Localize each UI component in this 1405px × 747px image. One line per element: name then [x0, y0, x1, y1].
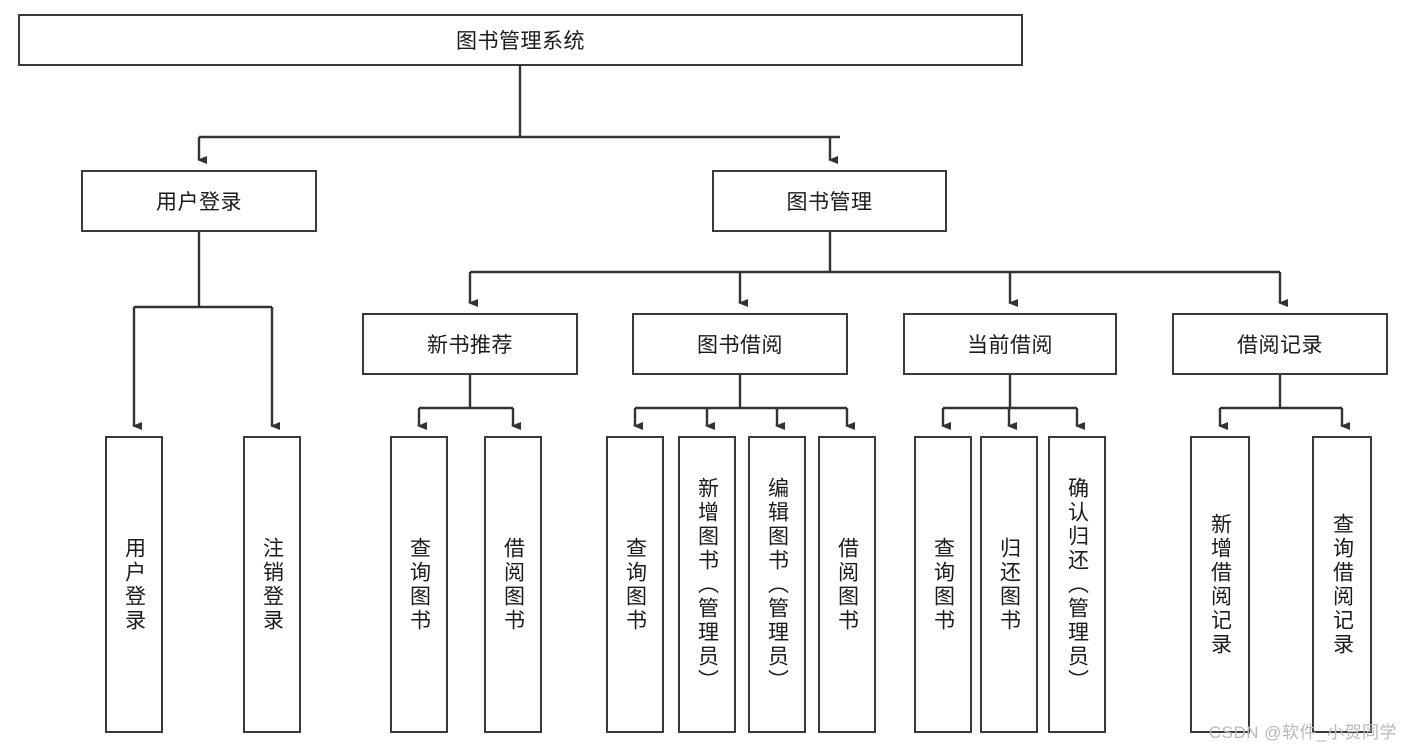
- leaf-add-book-label: 新增图书（管理员）: [695, 476, 719, 693]
- leaf-query-record[interactable]: 查询借阅记录: [1312, 436, 1372, 733]
- leaf-query-record-label: 查询借阅记录: [1330, 512, 1354, 657]
- node-current-borrow[interactable]: 当前借阅: [903, 313, 1117, 375]
- leaf-borrow-book-2[interactable]: 借阅图书: [818, 436, 876, 733]
- node-book-borrow-label: 图书借阅: [697, 334, 783, 357]
- leaf-add-book[interactable]: 新增图书（管理员）: [678, 436, 736, 733]
- leaf-query-book-1-label: 查询图书: [407, 536, 431, 633]
- node-user-login[interactable]: 用户登录: [81, 170, 317, 232]
- leaf-user-login[interactable]: 用户登录: [105, 436, 163, 733]
- leaf-confirm-return[interactable]: 确认归还（管理员）: [1048, 436, 1106, 733]
- leaf-edit-book-label: 编辑图书（管理员）: [765, 476, 789, 693]
- leaf-borrow-book-1-label: 借阅图书: [501, 536, 525, 633]
- leaf-return-book-label: 归还图书: [997, 536, 1021, 633]
- leaf-borrow-book-1[interactable]: 借阅图书: [484, 436, 542, 733]
- leaf-confirm-return-label: 确认归还（管理员）: [1065, 476, 1089, 693]
- node-root[interactable]: 图书管理系统: [18, 14, 1023, 66]
- node-new-book-recommend-label: 新书推荐: [427, 334, 513, 357]
- leaf-user-logout-label: 注销登录: [260, 536, 284, 633]
- leaf-add-record[interactable]: 新增借阅记录: [1190, 436, 1250, 733]
- wire-currentborrow-to-leaves: [941, 375, 1085, 430]
- wire-userlogin-to-leaves: [132, 232, 280, 430]
- wire-bookborrow-to-leaves: [633, 375, 855, 430]
- watermark: CSDN @软件_小贺同学: [1208, 723, 1397, 742]
- wire-bookmanage-to-level3: [468, 232, 1288, 307]
- node-root-label: 图书管理系统: [456, 30, 585, 53]
- node-user-login-label: 用户登录: [156, 191, 242, 214]
- node-new-book-recommend[interactable]: 新书推荐: [362, 313, 578, 375]
- wire-newbook-to-leaves: [417, 375, 521, 430]
- node-borrow-record-label: 借阅记录: [1237, 334, 1323, 357]
- leaf-query-book-2[interactable]: 查询图书: [606, 436, 664, 733]
- leaf-borrow-book-2-label: 借阅图书: [835, 536, 859, 633]
- leaf-query-book-3[interactable]: 查询图书: [914, 436, 972, 733]
- leaf-add-record-label: 新增借阅记录: [1208, 512, 1232, 657]
- leaf-query-book-3-label: 查询图书: [931, 536, 955, 633]
- node-book-manage-label: 图书管理: [786, 191, 873, 214]
- leaf-user-logout[interactable]: 注销登录: [243, 436, 301, 733]
- leaf-user-login-label: 用户登录: [122, 536, 146, 633]
- node-current-borrow-label: 当前借阅: [967, 334, 1053, 357]
- node-book-borrow[interactable]: 图书借阅: [632, 313, 848, 375]
- node-borrow-record[interactable]: 借阅记录: [1172, 313, 1388, 375]
- node-book-manage[interactable]: 图书管理: [712, 170, 947, 232]
- leaf-query-book-2-label: 查询图书: [623, 536, 647, 633]
- leaf-query-book-1[interactable]: 查询图书: [390, 436, 448, 733]
- wire-root-to-level2: [197, 66, 840, 164]
- wire-borrowrecord-to-leaves: [1218, 375, 1350, 430]
- leaf-edit-book[interactable]: 编辑图书（管理员）: [748, 436, 806, 733]
- leaf-return-book[interactable]: 归还图书: [980, 436, 1038, 733]
